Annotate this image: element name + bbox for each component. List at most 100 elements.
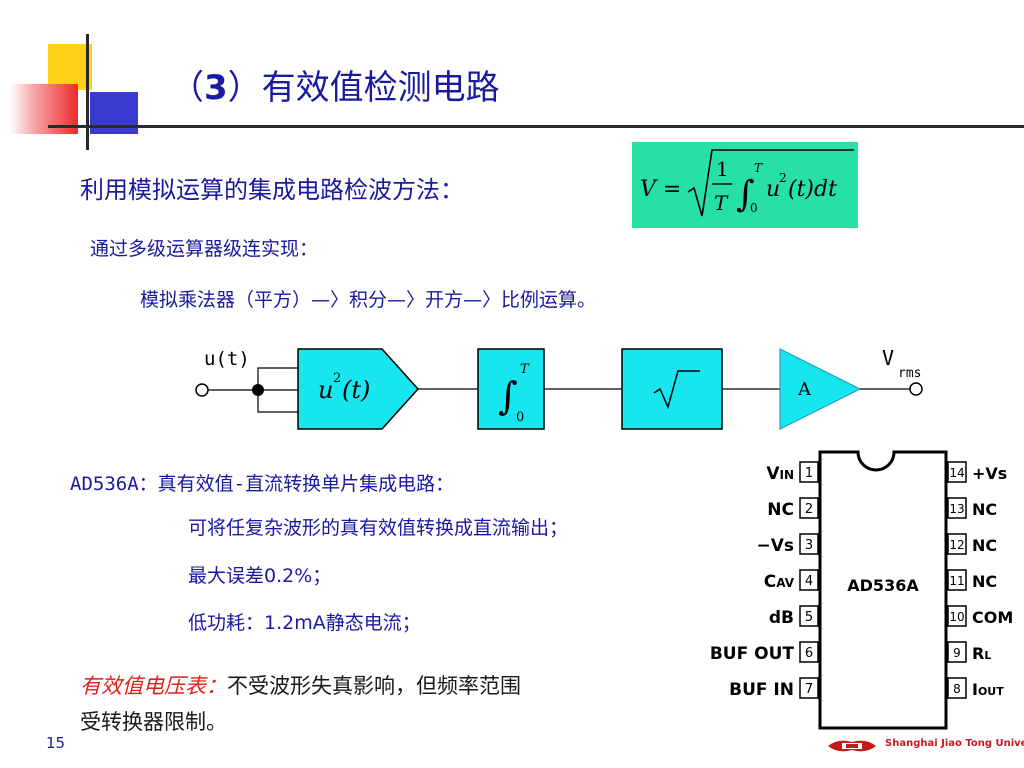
left-pin-box (799, 569, 819, 591)
left-pin-label-main: BUF OUT (710, 644, 795, 664)
right-pin-box (947, 605, 967, 627)
voltmeter-text1: 不受波形失真影响，但频率范围 (227, 674, 521, 698)
cascade-text: 通过多级运算器级连实现： (90, 238, 319, 260)
voltmeter-note-line1: 有效值电压表：不受波形失真影响，但频率范围 (80, 668, 521, 704)
rms-formula-svg: V = 1 T ∫ T 0 u 2 (t)dt (640, 149, 854, 217)
right-pin-box (947, 641, 967, 663)
left-pin-number: 4 (805, 574, 813, 589)
title-underline (48, 125, 1024, 128)
title-number: 3 (204, 68, 228, 108)
block-diagram: u(t) u 2 (t) ∫ T 0 A V rms (180, 335, 940, 439)
spec-item-2: 最大误差0.2%； (188, 565, 332, 587)
right-pin-box (947, 461, 967, 483)
voltmeter-label: 有效值电压表： (80, 674, 227, 698)
page-number: 15 (46, 734, 66, 752)
left-pin-label-main: −Vs (756, 536, 794, 556)
sqrt-sign (687, 149, 854, 217)
right-pin-label-main: +Vs (972, 464, 1007, 483)
logo-center (846, 744, 858, 748)
rms-formula: V = 1 T ∫ T 0 u 2 (t)dt (632, 142, 858, 228)
left-pin-label: BUF OUT (710, 644, 795, 664)
right-pin-number: 13 (949, 502, 964, 516)
voltmeter-text2: 受转换器限制。 (80, 710, 227, 734)
ad536a-heading-text: AD536A：真有效值-直流转换单片集成电路： (70, 473, 455, 495)
square-block-base: u (318, 376, 333, 404)
left-pin-box (799, 461, 819, 483)
sqrt-block (621, 348, 723, 430)
left-pin-number: 3 (805, 538, 813, 553)
right-pin-label-main: R (972, 644, 984, 663)
slide-title: （3）有效值检测电路 (170, 60, 500, 109)
left-pin-label-main: C (764, 572, 776, 592)
left-pin-label: NC (767, 500, 794, 520)
right-pin-box (947, 677, 967, 699)
right-pin-box (947, 569, 967, 591)
formula-frac-den: T (714, 191, 729, 215)
right-pin-label: NC (972, 572, 997, 591)
right-pin-label-main: NC (972, 536, 997, 555)
amplifier-label: A (797, 379, 812, 400)
title-prefix: （ (170, 68, 204, 108)
square-block (297, 348, 420, 430)
voltmeter-note: 有效值电压表：不受波形失真影响，但频率范围 受转换器限制。 (80, 668, 521, 740)
ad536a-heading: AD536A：真有效值-直流转换单片集成电路： (70, 469, 454, 496)
left-pin-number: 5 (805, 610, 813, 625)
left-pin-box (799, 497, 819, 519)
chip-name: AD536A (847, 576, 919, 595)
spec-item-1: 可将任复杂波形的真有效值转换成直流输出； (188, 517, 569, 539)
left-pin-number: 7 (805, 682, 813, 697)
formula-integrand: u (766, 177, 780, 202)
right-pin-label-sub: L (984, 649, 991, 662)
right-pin-label: +Vs (972, 464, 1007, 483)
output-label-sub: rms (898, 366, 921, 381)
left-pin-label: −Vs (756, 536, 794, 556)
formula-lhs: V = (640, 177, 681, 202)
left-pin-label: VIN (766, 464, 794, 484)
output-terminal (909, 382, 923, 396)
right-pin-number: 9 (953, 646, 961, 660)
left-pin-number: 2 (805, 502, 813, 517)
formula-tail: (t)dt (788, 177, 837, 202)
right-pin-label-main: COM (972, 608, 1013, 627)
decor-vertical-line (86, 34, 89, 150)
wire-branch-bottom (257, 390, 298, 413)
integrator-block (477, 348, 545, 430)
amplifier (779, 348, 862, 430)
right-pin-label: RL (972, 644, 991, 663)
sjtu-logo-svg (828, 740, 876, 752)
right-pin-label: COM (972, 608, 1013, 627)
sjtu-logo-icon (826, 736, 878, 760)
block-diagram-svg: u(t) u 2 (t) ∫ T 0 A V rms (195, 346, 923, 430)
left-pin-label-sub: AV (776, 576, 794, 590)
decor-yellow-square (48, 44, 92, 90)
left-pin-box (799, 641, 819, 663)
integrator-lower: 0 (516, 410, 524, 425)
left-pin-label: CAV (764, 572, 795, 592)
right-pin-number: 11 (949, 574, 964, 588)
input-label: u(t) (204, 348, 250, 370)
formula-power: 2 (779, 171, 787, 185)
output-label: V (882, 346, 894, 370)
right-pin-label-main: I (972, 680, 978, 699)
integrator-sign: ∫ (498, 374, 518, 418)
left-pin-box (799, 605, 819, 627)
left-pin-label-sub: IN (779, 468, 794, 482)
right-pin-label: NC (972, 536, 997, 555)
left-pin-box (799, 677, 819, 699)
integrator-upper: T (520, 362, 530, 377)
wire-branch-top (257, 367, 298, 390)
right-pin-box (947, 497, 967, 519)
university-name: Shanghai Jiao Tong University (885, 738, 1024, 749)
right-pin-label-main: NC (972, 572, 997, 591)
left-pin-label: dB (769, 608, 794, 628)
left-pin-label-main: NC (767, 500, 794, 520)
left-pin-number: 6 (805, 646, 813, 661)
left-pin-label: BUF IN (729, 680, 794, 700)
right-pin-number: 10 (949, 610, 964, 624)
title-text: ）有效值检测电路 (227, 68, 500, 108)
formula-frac-num: 1 (716, 157, 729, 181)
right-pin-label: IOUT (972, 680, 1004, 699)
left-pin-box (799, 533, 819, 555)
